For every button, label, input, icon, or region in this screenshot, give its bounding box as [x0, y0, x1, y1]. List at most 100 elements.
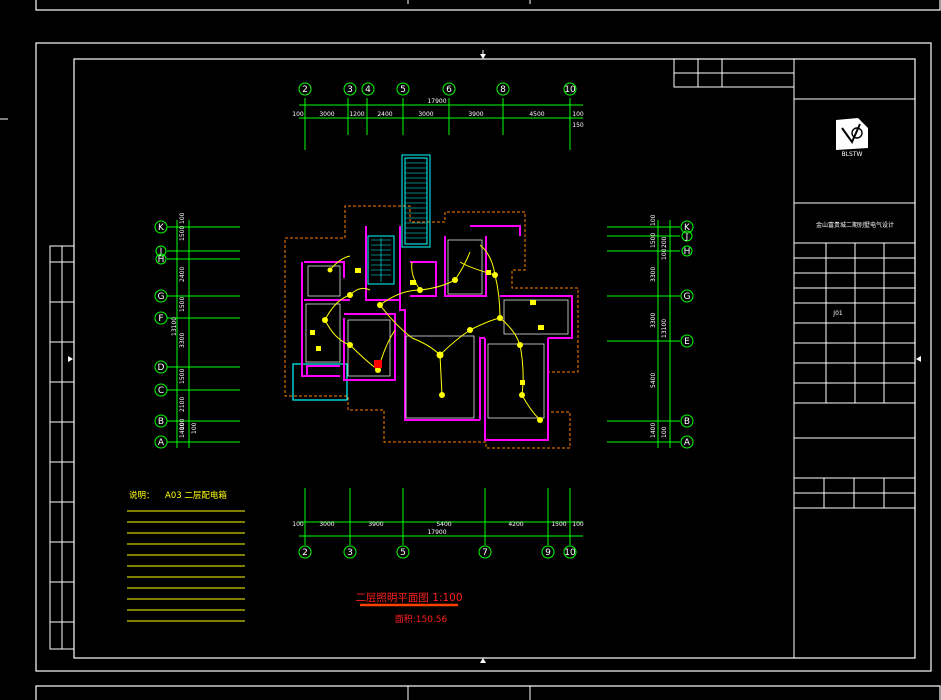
right-dim-segment-1: 100	[650, 214, 657, 226]
grid-bubble-10-bottom: 10	[563, 545, 577, 559]
top-dim-segment-6: 3900	[468, 111, 483, 118]
title-block: BLSTW 金山富贵城二期别墅电气设计 J01	[793, 59, 915, 658]
svg-text:C: C	[158, 386, 164, 396]
left-grid-bubbles: K J H G F D C B A	[154, 220, 168, 449]
left-dim-segment-9: 1400	[179, 423, 186, 438]
right-dim-segment-6: 3300	[650, 313, 657, 328]
top-dimension-chain: 17900 100 3000 1200 2400 3000 3900 4500 …	[292, 98, 584, 150]
grid-bubble-H-left: H	[155, 253, 167, 265]
right-dimension-chain: 100 1500 200 100 3300 3300 5400 1400 100…	[607, 214, 680, 448]
left-dim-segment-4: 2400	[179, 267, 186, 282]
grid-bubble-D-left: D	[154, 360, 168, 374]
grid-bubble-G-right: G	[680, 289, 694, 303]
left-dim-segment-8: 2100	[179, 397, 186, 412]
grid-bubble-B-left: B	[154, 414, 168, 428]
right-grid-bubbles: K J H G E B A	[680, 220, 694, 449]
bottom-dim-segment-2: 3000	[319, 521, 334, 528]
building-outline	[284, 205, 579, 449]
right-dim-segment-3: 200	[661, 236, 668, 248]
top-dim-segment-1: 100	[292, 111, 304, 118]
bottom-total-dimension: 17900	[427, 529, 446, 536]
grid-bubble-2-bottom: 2	[298, 545, 312, 559]
grid-bubble-3-bottom: 3	[343, 545, 357, 559]
previous-sheet-frame	[35, 0, 941, 11]
bottom-dim-segment-1: 100	[292, 521, 304, 528]
right-dim-segment-2: 1500	[650, 233, 657, 248]
top-dim-segment-7: 4500	[529, 111, 544, 118]
grid-bubble-5-top: 5	[396, 82, 410, 96]
center-marks	[68, 50, 921, 663]
svg-text:G: G	[158, 292, 165, 302]
bottom-dim-segment-5: 4200	[508, 521, 523, 528]
bottom-grid-bubbles: 2 3 5 7 9 10	[298, 545, 577, 559]
grid-bubble-K-left: K	[154, 220, 168, 234]
right-dim-segment-5: 3300	[650, 267, 657, 282]
svg-text:3: 3	[347, 548, 353, 558]
left-dim-segment-2: 1500	[179, 226, 186, 241]
grid-bubble-8-top: 8	[496, 82, 510, 96]
grid-bubble-H-right: H	[681, 245, 693, 257]
binding-grid	[49, 245, 75, 650]
svg-text:J: J	[159, 247, 163, 257]
bottom-dim-segment-6: 1500	[551, 521, 566, 528]
grid-bubble-9-bottom: 9	[541, 545, 555, 559]
grid-bubble-5-bottom: 5	[396, 545, 410, 559]
grid-bubble-4-top: 4	[361, 82, 375, 96]
notes-block: 说明： A03 二层配电箱	[127, 490, 245, 622]
top-dim-segment-8: 100	[572, 111, 584, 118]
grid-bubble-3-top: 3	[343, 82, 357, 96]
grid-bubble-B-right: B	[680, 414, 694, 428]
project-name: 金山富贵城二期别墅电气设计	[816, 221, 894, 229]
grid-bubble-C-left: C	[154, 383, 168, 397]
top-dim-segment-2: 3000	[319, 111, 334, 118]
svg-text:5: 5	[400, 85, 406, 95]
top-dim-segment-3: 1200	[349, 111, 364, 118]
inner-sheet-frame	[73, 58, 916, 659]
svg-text:F: F	[158, 314, 163, 324]
floor-area: 面积:150.56	[395, 613, 448, 625]
grid-bubble-A-right: A	[680, 435, 694, 449]
left-total-dimension: 13100	[171, 317, 178, 336]
left-dim-segment-7: 1500	[179, 369, 186, 384]
top-dim-segment-5: 3000	[418, 111, 433, 118]
left-dim-segment-1: 100	[179, 418, 186, 430]
grid-bubble-6-top: 6	[442, 82, 456, 96]
svg-text:10: 10	[564, 85, 576, 95]
next-sheet-frame	[35, 685, 941, 700]
notes-item: A03 二层配电箱	[165, 490, 227, 501]
grid-bubble-7-bottom: 7	[478, 545, 492, 559]
top-total-dimension: 17900	[427, 98, 446, 105]
svg-text:H: H	[158, 255, 165, 265]
logo-caption: BLSTW	[842, 151, 863, 158]
right-dim-segment-4: 100	[661, 248, 668, 260]
svg-text:2: 2	[302, 548, 308, 558]
svg-text:10: 10	[564, 548, 576, 558]
svg-text:J: J	[685, 232, 689, 242]
notes-label: 说明：	[129, 490, 155, 501]
svg-text:A: A	[158, 438, 165, 448]
svg-text:2: 2	[302, 85, 308, 95]
grid-bubble-K-right: K	[680, 220, 694, 234]
sheet-number: J01	[832, 310, 843, 317]
drawing-title: 二层照明平面图 1:100	[355, 592, 462, 604]
outer-sheet-frame	[35, 42, 932, 672]
top-grid-bubbles: 2 3 4 5 6 8 10	[298, 82, 577, 96]
svg-text:B: B	[684, 417, 690, 427]
svg-text:E: E	[684, 337, 690, 347]
svg-text:6: 6	[446, 85, 452, 95]
svg-text:B: B	[158, 417, 164, 427]
drawing-title-block: 二层照明平面图 1:100 面积:150.56	[355, 592, 462, 625]
svg-text:H: H	[684, 247, 691, 257]
grid-bubble-10-top: 10	[563, 82, 577, 96]
svg-text:3: 3	[347, 85, 353, 95]
right-total-dimension: 13100	[661, 319, 668, 338]
grid-bubble-G-left: G	[154, 289, 168, 303]
light-fixtures	[310, 267, 544, 423]
revision-table	[673, 58, 795, 88]
svg-text:4: 4	[365, 85, 371, 95]
floor-plan[interactable]	[284, 154, 579, 449]
left-dim-segment-6: 3300	[179, 333, 186, 348]
walls	[301, 225, 573, 441]
grid-bubble-F-left: F	[154, 311, 168, 325]
